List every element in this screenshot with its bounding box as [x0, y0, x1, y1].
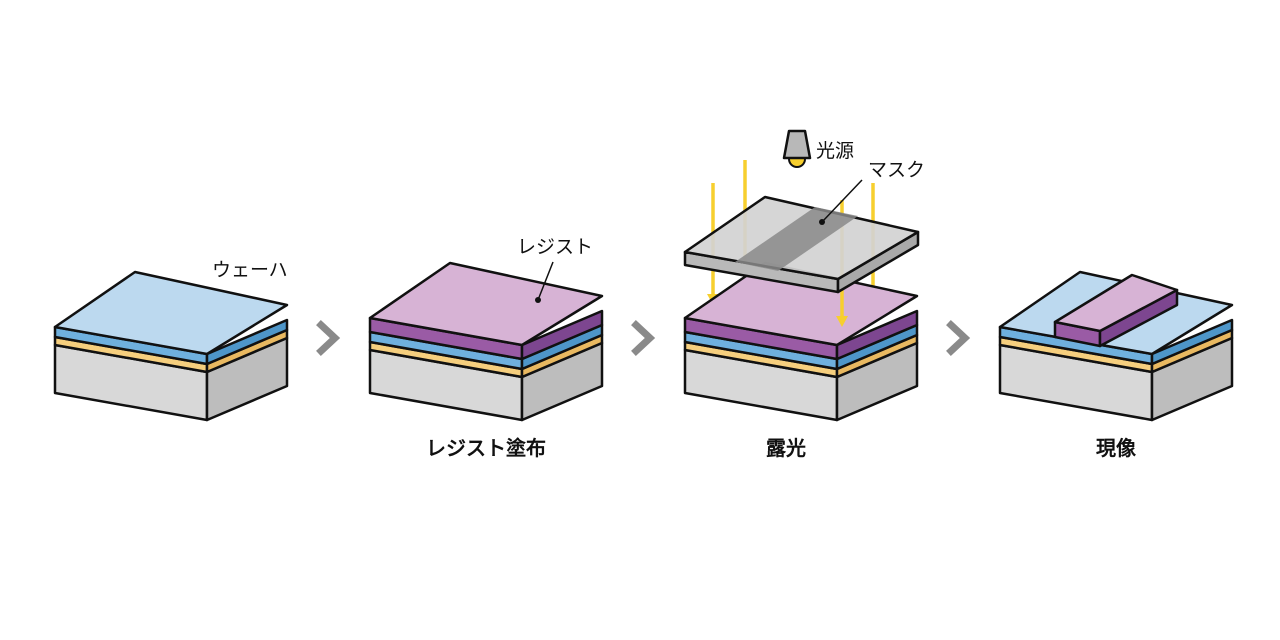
exposure-wafer-block — [683, 261, 919, 422]
caption-exposure: 露光 — [766, 436, 806, 460]
resist-leader-line — [537, 261, 554, 301]
caption-development: 現像 — [1096, 436, 1137, 460]
mask-plate — [683, 195, 920, 294]
mask-leader-dot — [819, 219, 825, 225]
caption-coating: レジスト塗布 — [426, 436, 546, 460]
mask-label: マスク — [868, 159, 925, 181]
mask-leader-line — [821, 179, 863, 223]
exposure-resist-right — [835, 309, 919, 361]
light-source-label: 光源 — [816, 140, 854, 162]
coated-resist-right — [520, 309, 604, 361]
step-arrow-icon — [946, 320, 971, 356]
resist-leader-dot — [535, 297, 541, 303]
exposure-resist-top — [683, 261, 919, 347]
mask-stripe — [735, 207, 858, 271]
developed-wafer-block — [998, 270, 1234, 422]
resist-label: レジスト — [517, 236, 593, 258]
resist-pattern-top — [1053, 273, 1179, 333]
wafer-top-surface — [53, 270, 289, 356]
step-arrow-icon — [316, 320, 341, 356]
wafer-label: ウェーハ — [212, 259, 288, 281]
coated-wafer-block — [368, 261, 604, 422]
developed-blue-right — [1150, 318, 1234, 366]
step-arrow-icon — [631, 320, 656, 356]
wafer-block — [53, 270, 289, 422]
wafer-blue-right — [205, 318, 289, 366]
light-bulb-icon — [782, 129, 812, 168]
